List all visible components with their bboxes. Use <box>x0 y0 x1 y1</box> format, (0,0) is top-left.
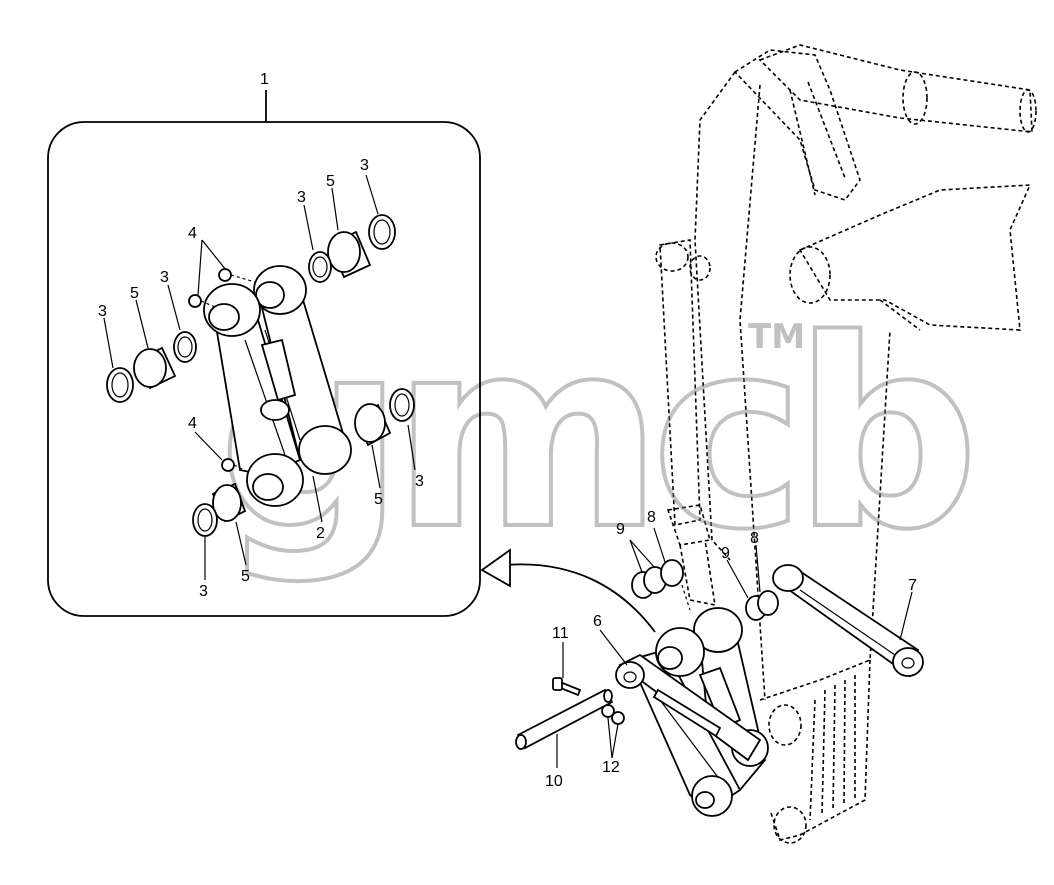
callout-8: 8 <box>647 509 656 526</box>
shims-8-9 <box>631 559 779 621</box>
bushings-5 <box>133 230 392 523</box>
main-leaders <box>556 527 913 768</box>
callout-9: 9 <box>616 521 625 538</box>
callout-10: 10 <box>545 773 563 790</box>
watermark-tm: TM <box>748 317 805 357</box>
callout-5: 5 <box>326 173 335 190</box>
pin-10 <box>515 688 614 750</box>
callout-3: 3 <box>199 583 208 600</box>
callout-4: 4 <box>188 225 197 242</box>
callout-12: 12 <box>602 759 620 776</box>
bolt-11 <box>552 677 582 697</box>
callout-8: 8 <box>750 530 759 547</box>
link-6 <box>615 607 769 817</box>
link-assembly-2 <box>203 265 352 507</box>
callout-1: 1 <box>260 71 269 88</box>
callout-3: 3 <box>360 157 369 174</box>
callout-11: 11 <box>552 625 569 642</box>
callout-9: 9 <box>721 545 730 562</box>
nuts-12 <box>601 704 625 725</box>
callout-5: 5 <box>130 285 139 302</box>
inset-leaders <box>103 174 416 580</box>
boom-arm-outline <box>655 44 1037 844</box>
callout-3: 3 <box>297 189 306 206</box>
callout-labels: 1 3 5 3 4 3 5 3 4 3 5 2 5 3 9 8 9 8 7 6 … <box>98 71 917 790</box>
callout-4: 4 <box>188 415 197 432</box>
grease-fitting-4 <box>188 268 256 473</box>
link-7 <box>772 564 924 678</box>
callout-5: 5 <box>374 491 383 508</box>
callout-6: 6 <box>593 613 602 630</box>
shims-3 <box>106 214 415 537</box>
reference-arrow <box>480 548 656 633</box>
callout-7: 7 <box>908 577 917 594</box>
detail-inset-box <box>47 121 481 617</box>
callout-3: 3 <box>415 473 424 490</box>
callout-3: 3 <box>160 269 169 286</box>
callout-2: 2 <box>316 525 325 542</box>
callout-3: 3 <box>98 303 107 320</box>
callout-5: 5 <box>241 568 250 585</box>
